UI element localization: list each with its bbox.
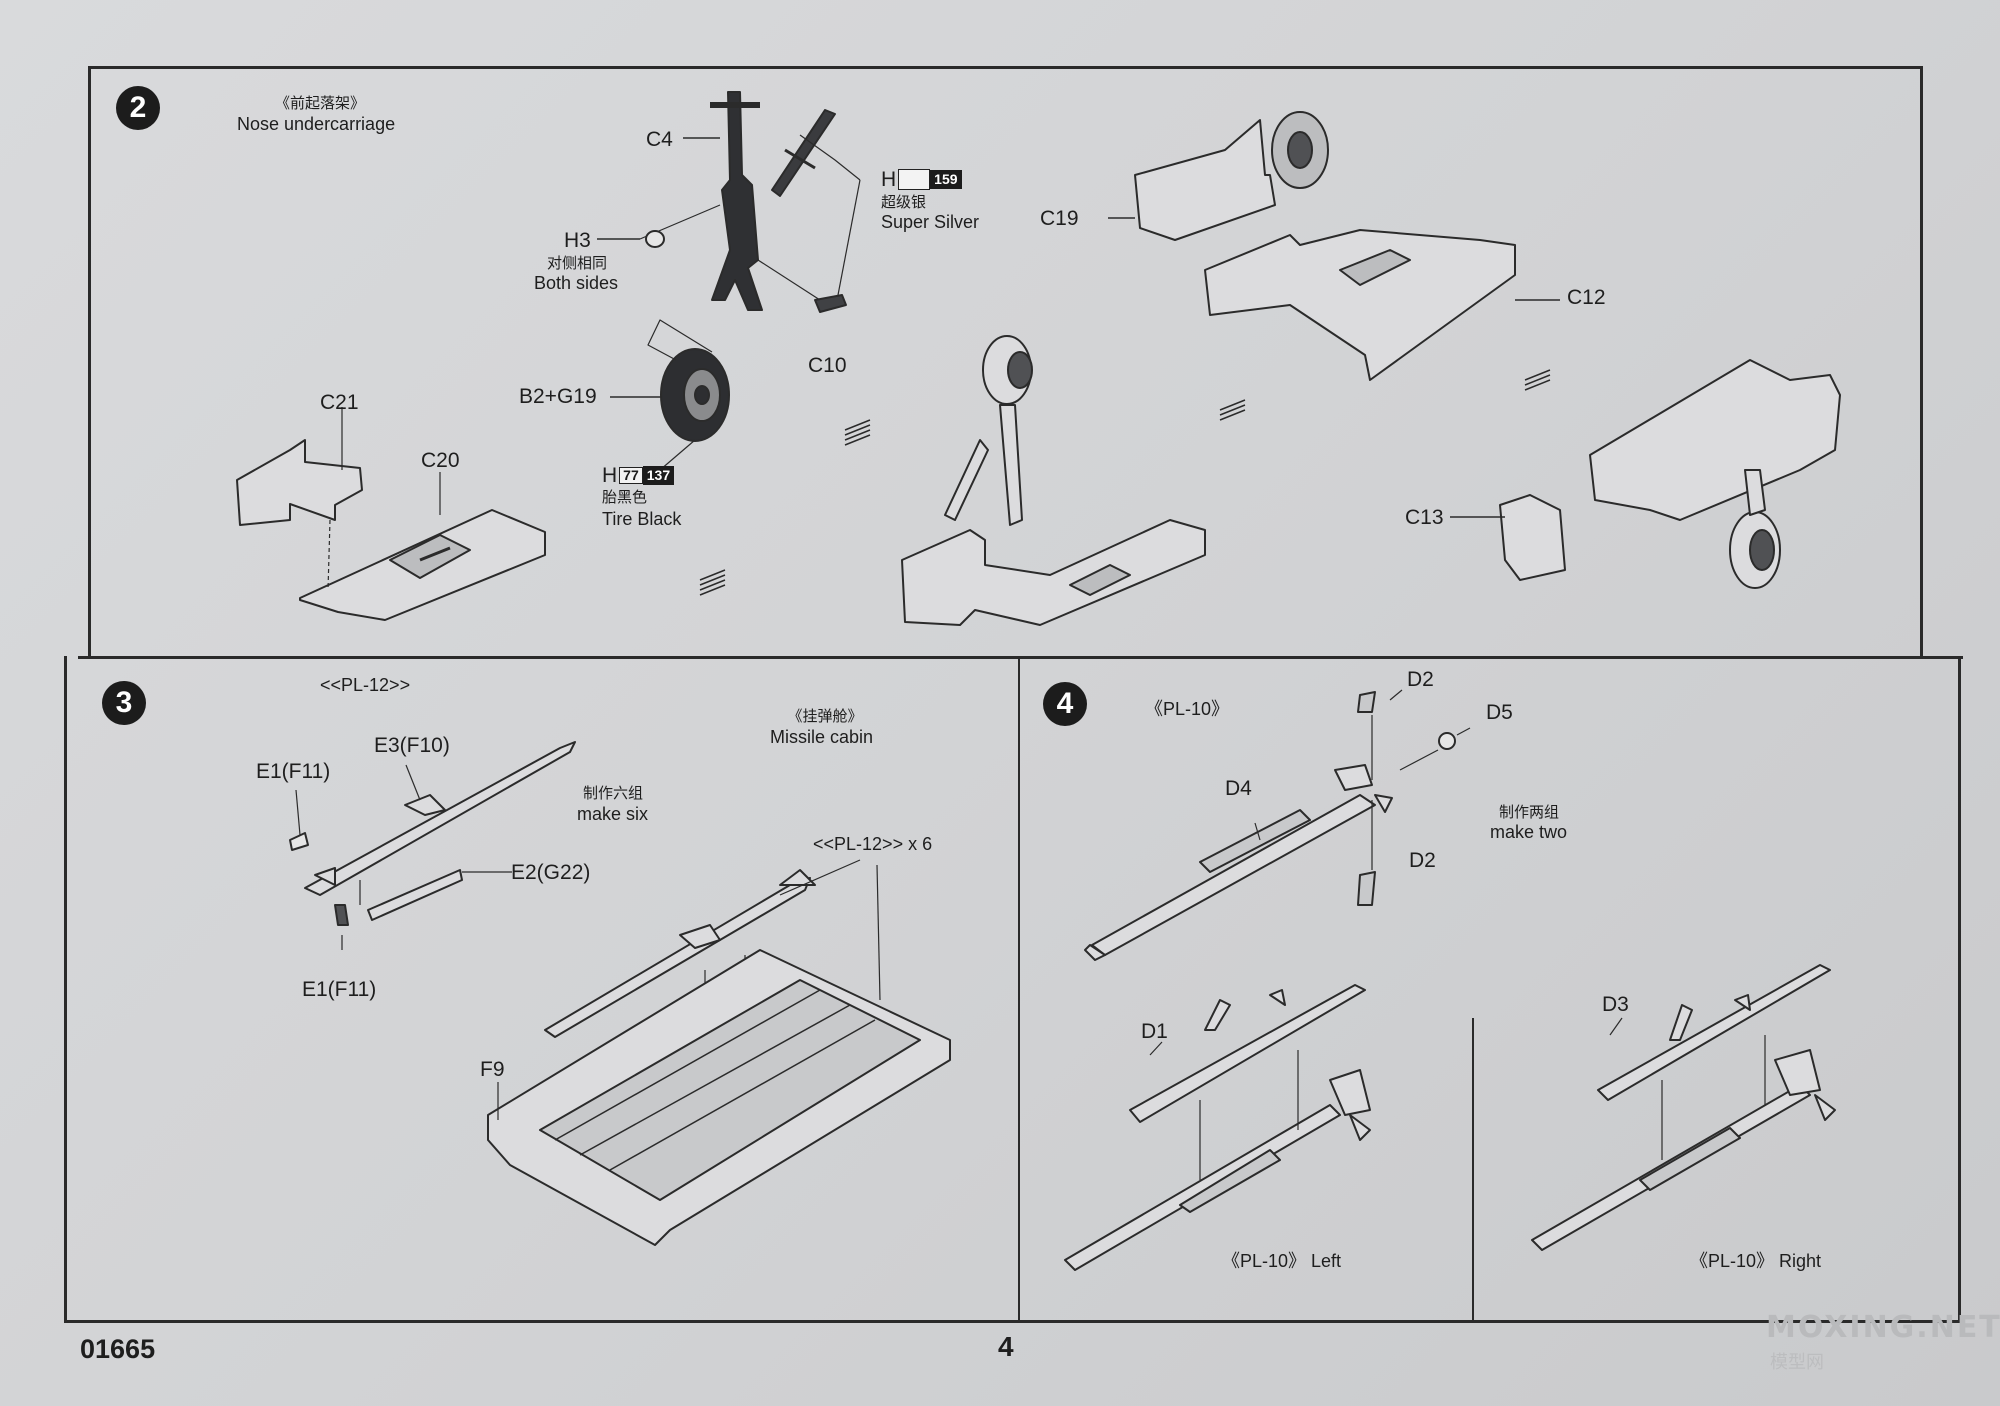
missile-cabin-en: Missile cabin [770, 727, 874, 747]
part-label-c19: C19 [1040, 207, 1079, 230]
pl10-left-caption: 《PL-10》 Left [1222, 1251, 1342, 1271]
paint-code-137: 137 [642, 466, 675, 485]
pl10-right-caption: 《PL-10》 Right [1690, 1251, 1822, 1271]
part-label-c10: C10 [808, 354, 847, 377]
part-label-d2-top: D2 [1407, 668, 1434, 691]
direction-arrows-step2 [699, 369, 1551, 596]
pl12-missile-cabin-top [544, 869, 816, 1038]
bay-c21-c20 [236, 439, 546, 621]
make-six-en: make six [577, 804, 649, 824]
page-number: 4 [998, 1331, 1014, 1362]
paint-name-silver-en: Super Silver [881, 212, 980, 232]
site-watermark-sub: 模型网 [1770, 1352, 1824, 1372]
paint-code-77: 77 [619, 467, 643, 484]
pl12-missile-detail [289, 741, 576, 926]
step4-subdivider-vertical [1472, 1018, 1474, 1320]
step4-title: 《PL-10》 [1145, 699, 1230, 719]
outer-frame-right-bottom [1958, 656, 1961, 1323]
part-label-c20: C20 [421, 449, 460, 472]
part-label-d5: D5 [1486, 701, 1513, 724]
outer-frame-left-step2 [88, 66, 91, 658]
assembled-c19-c12 [1134, 111, 1516, 381]
outer-frame-left-bottom [64, 656, 67, 1323]
part-label-d2-bottom: D2 [1409, 849, 1436, 872]
make-six-cn: 制作六组 [583, 785, 644, 802]
missile-cabin-f9 [487, 949, 951, 1246]
assembled-bay-middle [901, 519, 1206, 626]
step3-title: <<PL-12>> [320, 675, 411, 695]
part-label-d4: D4 [1225, 777, 1252, 800]
product-code: 01665 [80, 1334, 156, 1364]
step-divider-horizontal [78, 656, 1963, 659]
make-two-cn: 制作两组 [1499, 804, 1560, 821]
both-sides-cn: 对侧相同 [547, 255, 608, 272]
paint-name-silver-cn: 超级银 [881, 194, 927, 211]
outer-frame-right-step2 [1920, 66, 1923, 658]
paint-callout-tire-black: H 77 137 [602, 464, 675, 487]
nose-strut-c4 [710, 91, 836, 311]
paint-prefix: H [881, 168, 897, 191]
part-label-d1: D1 [1141, 1020, 1168, 1043]
part-label-c12: C12 [1567, 286, 1606, 309]
assembled-strut-middle [944, 335, 1033, 526]
outer-frame-top [88, 66, 1923, 69]
assembled-c13 [1499, 359, 1841, 589]
part-c10 [814, 294, 847, 313]
step-number-badge-3: 3 [102, 681, 146, 725]
part-label-b2-g19: B2+G19 [519, 385, 597, 408]
part-label-e3-f10: E3(F10) [374, 734, 450, 757]
both-sides-en: Both sides [534, 273, 619, 293]
part-label-h3: H3 [564, 229, 591, 252]
pl10-missile-detail [1084, 691, 1456, 961]
paint-name-black-en: Tire Black [602, 509, 682, 529]
outer-frame-bottom [64, 1320, 1961, 1323]
paint-callout-super-silver: H 159 [881, 169, 962, 190]
washer-h3 [645, 230, 665, 248]
nose-wheel-b2-g19 [660, 348, 730, 442]
part-label-c21: C21 [320, 391, 359, 414]
part-label-e1-f11-bottom: E1(F11) [302, 978, 377, 1001]
part-label-d3: D3 [1602, 993, 1629, 1016]
step-divider-vertical [1018, 658, 1020, 1322]
step2-title-cn: 《前起落架》 [274, 95, 365, 112]
part-label-e2-g22: E2(G22) [511, 861, 591, 884]
missile-cabin-cn: 《挂弹舱》 [787, 708, 863, 725]
pl12-times-six: <<PL-12>> x 6 [813, 834, 933, 854]
paint-code-159: 159 [930, 170, 962, 189]
paint-name-black-cn: 胎黑色 [602, 489, 648, 506]
paint-prefix: H [602, 464, 618, 487]
part-label-e1-f11-top: E1(F11) [256, 760, 331, 783]
part-label-c13: C13 [1405, 506, 1444, 529]
step-number-badge-2: 2 [116, 86, 160, 130]
make-two-en: make two [1490, 822, 1568, 842]
pl10-left-assembly [1064, 984, 1371, 1271]
part-label-c4: C4 [646, 128, 673, 151]
pl10-right-assembly [1531, 964, 1836, 1251]
site-watermark: MOXING.NET [1766, 1310, 2000, 1345]
part-label-f9: F9 [480, 1058, 505, 1081]
step2-title-en: Nose undercarriage [237, 114, 396, 134]
step-number-badge-4: 4 [1043, 682, 1087, 726]
paint-swatch-empty [898, 169, 931, 190]
